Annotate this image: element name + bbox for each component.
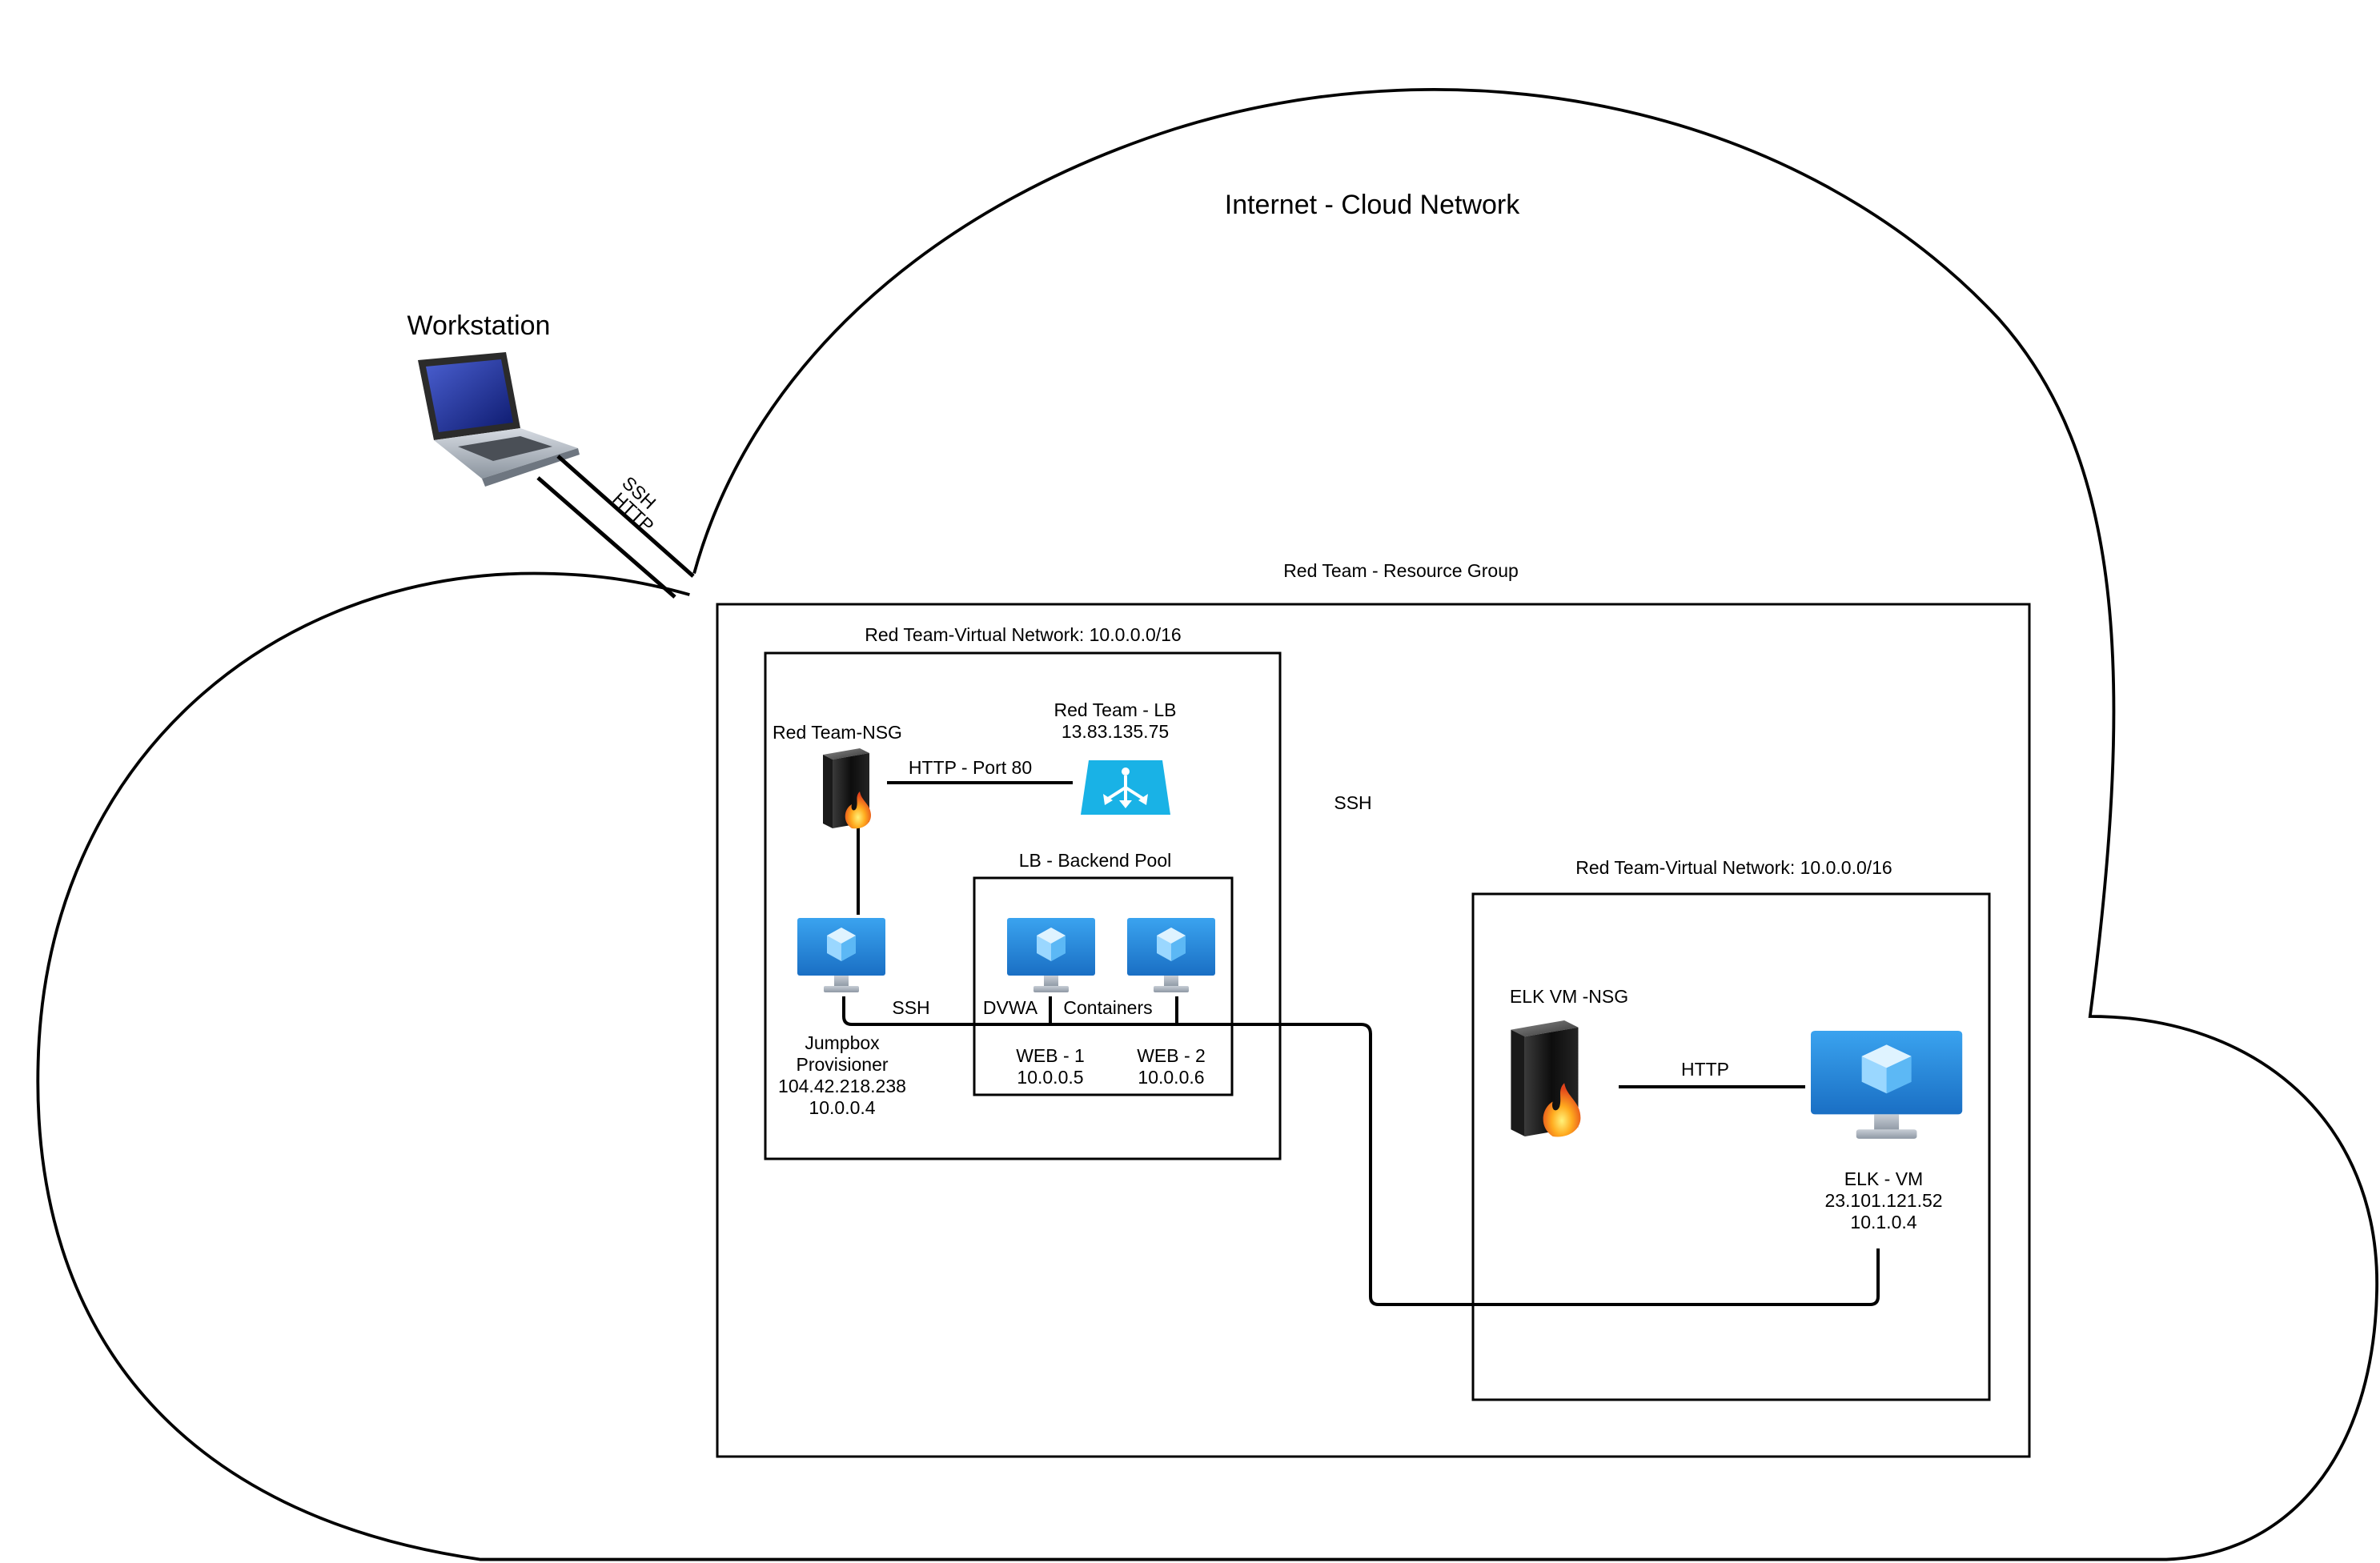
jumpbox-name: Jumpbox bbox=[805, 1032, 880, 1053]
containers-label: Containers bbox=[1063, 997, 1153, 1018]
web1-label: WEB - 1 10.0.0.5 bbox=[1016, 1045, 1085, 1088]
elk-vm-label: ELK - VM 23.101.121.52 10.1.0.4 bbox=[1824, 1168, 1942, 1233]
jumpbox-role: Provisioner bbox=[796, 1054, 889, 1076]
jumpbox-private-ip: 10.0.0.4 bbox=[809, 1097, 876, 1119]
vnet2-label: Red Team-Virtual Network: 10.0.0.0/16 bbox=[1575, 857, 1892, 878]
backend-pool-box bbox=[973, 876, 1234, 1096]
elk-vm-name: ELK - VM bbox=[1844, 1168, 1924, 1189]
firewall-icon bbox=[823, 748, 871, 829]
web1-name: WEB - 1 bbox=[1016, 1045, 1085, 1066]
lb-name: Red Team - LB bbox=[1054, 699, 1177, 720]
resource-group-box bbox=[716, 603, 2031, 1458]
backend-pool-label: LB - Backend Pool bbox=[1018, 850, 1172, 871]
jumpbox-elk-link bbox=[842, 996, 1880, 1306]
load-balancer-icon bbox=[1081, 760, 1170, 815]
workstation-label: Workstation bbox=[407, 311, 551, 341]
elk-nsg-label: ELK VM -NSG bbox=[1509, 986, 1629, 1007]
firewall-icon bbox=[1511, 1020, 1581, 1137]
cloud-outline bbox=[36, 88, 2378, 1561]
nsg-label: Red Team-NSG bbox=[773, 722, 902, 743]
web2-label: WEB - 2 10.0.0.6 bbox=[1137, 1045, 1206, 1088]
nsg-lb-link-label: HTTP - Port 80 bbox=[908, 757, 1033, 778]
cloud-title: Internet - Cloud Network bbox=[1224, 190, 1520, 220]
lb-label: Red Team - LB 13.83.135.75 bbox=[1054, 699, 1177, 743]
elk-vm-private-ip: 10.1.0.4 bbox=[1850, 1212, 1917, 1233]
lb-ip: 13.83.135.75 bbox=[1061, 721, 1170, 743]
workstation-link-ssh bbox=[556, 455, 695, 578]
elk-http-label: HTTP bbox=[1680, 1059, 1730, 1080]
vnet1-box bbox=[764, 651, 1282, 1160]
vnet2-box bbox=[1471, 892, 1991, 1401]
resource-group-label: Red Team - Resource Group bbox=[1283, 560, 1519, 581]
ssh-label: SSH bbox=[1334, 792, 1372, 813]
elk-vm-public-ip: 23.101.121.52 bbox=[1824, 1190, 1943, 1212]
jumpbox-public-ip: 104.42.218.238 bbox=[778, 1076, 906, 1097]
jumpbox-ssh-label: SSH bbox=[892, 997, 930, 1018]
workstation-link-http bbox=[536, 476, 676, 599]
web2-ip: 10.0.0.6 bbox=[1138, 1067, 1205, 1088]
web1-ip: 10.0.0.5 bbox=[1017, 1067, 1084, 1088]
vnet1-label: Red Team-Virtual Network: 10.0.0.0/16 bbox=[865, 624, 1182, 645]
web2-name: WEB - 2 bbox=[1137, 1045, 1206, 1066]
dvwa-label: DVWA bbox=[982, 997, 1038, 1018]
laptop-icon bbox=[418, 352, 580, 487]
jumpbox-label: Jumpbox Provisioner 104.42.218.238 10.0.… bbox=[778, 1032, 906, 1120]
